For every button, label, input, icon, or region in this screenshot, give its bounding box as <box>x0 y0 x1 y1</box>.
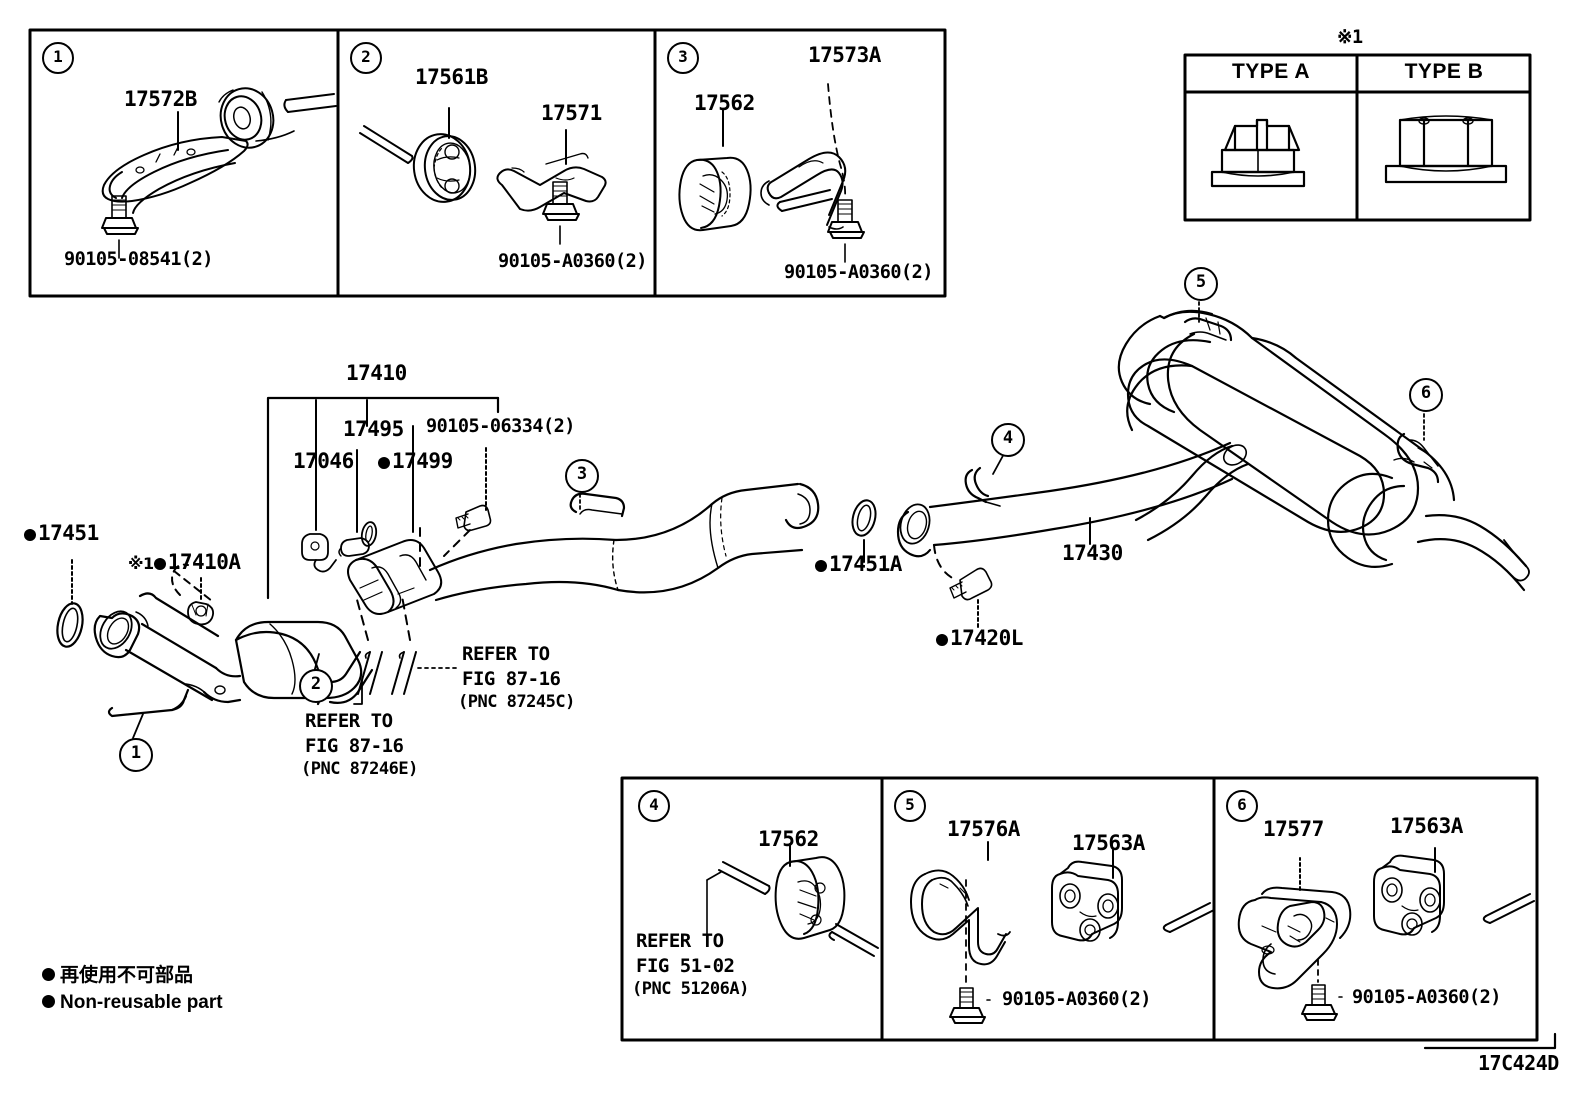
nonreusable-dot-icon <box>153 558 166 570</box>
bolt-17420L <box>949 567 993 601</box>
part-label-90105-A0360-p3: 90105-A0360(2) <box>784 262 933 283</box>
muffler-assembly <box>1117 309 1530 592</box>
legend-japanese: 再使用不可部品 <box>42 960 193 987</box>
tail-exhaust-pipe <box>896 441 1234 558</box>
refer-87246e-line1: REFER TO <box>305 710 393 732</box>
flange-nut-type-b-icon <box>1384 115 1508 184</box>
bolt-icon <box>101 195 139 235</box>
nonreusable-dot-icon <box>24 529 36 541</box>
panel-number-5: 5 <box>894 790 926 822</box>
type-b-header: TYPE B <box>1404 60 1484 83</box>
bolt-icon <box>1301 984 1338 1021</box>
part-label-17561B: 17561B <box>415 65 488 89</box>
panel-number-4: 4 <box>638 790 670 822</box>
callout-3: 3 <box>565 459 599 493</box>
panel-number-6: 6 <box>1226 790 1258 822</box>
nonreusable-dot-icon <box>936 634 948 646</box>
panel-number-3: 3 <box>667 42 699 74</box>
type-a-header: TYPE A <box>1231 60 1311 83</box>
part-label-90105-A0360-p2: 90105-A0360(2) <box>498 251 647 272</box>
part-label-90105-A0360-p5: 90105-A0360(2) <box>1002 989 1151 1010</box>
front-exhaust-pipe <box>93 592 374 718</box>
part-label-17562-p3: 17562 <box>694 91 755 115</box>
bracket-17046 <box>301 533 337 573</box>
nonreusable-dot-icon <box>42 995 55 1008</box>
exhaust-nut-icon <box>187 601 215 626</box>
assembly-dashed-lines <box>419 527 471 573</box>
label-leaders <box>71 399 1091 629</box>
part-label-17577: 17577 <box>1263 817 1324 841</box>
part-label-17451A: 17451A <box>815 552 902 577</box>
part-label-17571: 17571 <box>541 101 602 125</box>
part-label-17046: 17046 <box>293 449 354 473</box>
nonreusable-dot-icon <box>815 560 827 572</box>
callout-5: 5 <box>1184 267 1218 301</box>
refer-51206a-line2: FIG 51-02 <box>636 955 735 977</box>
type-table-note-marker: ※1 <box>1337 27 1363 48</box>
refer-87245c-line1: REFER TO <box>462 643 550 665</box>
footer-corner-line <box>1423 1032 1557 1050</box>
part-label-17451: 17451 <box>24 521 99 546</box>
flange-nut-type-a-icon <box>1210 118 1306 188</box>
part-label-90105-A0360-p6: 90105-A0360(2) <box>1352 987 1501 1008</box>
refer-51206a-line1: REFER TO <box>636 930 724 952</box>
gasket-17499 <box>360 521 378 547</box>
figure-code: 17C424D <box>1478 1051 1559 1075</box>
part-label-17430: 17430 <box>1062 541 1123 565</box>
callout-leaders <box>132 295 1425 739</box>
bolt-90105-06334 <box>455 504 492 532</box>
callout-4: 4 <box>991 423 1025 457</box>
nonreusable-dot-icon <box>378 457 390 469</box>
part-label-17572B: 17572B <box>124 87 197 111</box>
part-label-17576A: 17576A <box>947 817 1020 841</box>
bolt-icon <box>542 181 580 221</box>
refer-51206a-line3: (PNC 51206A) <box>632 979 749 999</box>
part-label-17420L: 17420L <box>936 626 1023 651</box>
front-gasket-ring <box>56 602 84 648</box>
callout-2: 2 <box>299 669 333 703</box>
part-label-90105-06334: 90105-06334(2) <box>426 416 575 437</box>
part-label-17410: 17410 <box>346 361 407 385</box>
part-label-17563A-p6: 17563A <box>1390 814 1463 838</box>
center-pipe-bracket <box>347 539 443 615</box>
gasket-17451A <box>851 499 877 537</box>
panel2-artwork <box>359 107 607 245</box>
callout-6: 6 <box>1409 378 1443 412</box>
part-label-90105-08541: 90105-08541(2) <box>64 249 213 270</box>
note-marker-kome: ※1 <box>128 554 154 573</box>
callout-1: 1 <box>119 738 153 772</box>
center-exhaust-pipe <box>428 482 820 602</box>
refer-leaders <box>353 595 459 705</box>
panel-number-1: 1 <box>42 42 74 74</box>
part-label-17573A: 17573A <box>808 43 881 67</box>
refer-87245c-line2: FIG 87-16 <box>462 668 561 690</box>
refer-87246e-line2: FIG 87-16 <box>305 735 404 757</box>
refer-87246e-line3: (PNC 87246E) <box>301 759 418 779</box>
part-label-17495: 17495 <box>343 417 404 441</box>
part-label-17563A-p5: 17563A <box>1072 831 1145 855</box>
nonreusable-dot-icon <box>42 968 55 981</box>
bolt-icon <box>949 987 986 1024</box>
panel-number-2: 2 <box>350 42 382 74</box>
part-label-17499: 17499 <box>378 449 453 474</box>
panel4-artwork <box>706 843 879 957</box>
refer-87245c-line3: (PNC 87245C) <box>458 692 575 712</box>
part-label-17562-p4: 17562 <box>758 827 819 851</box>
bolt-icon <box>827 199 865 239</box>
clamp-17495 <box>338 537 370 557</box>
legend-english: Non-reusable part <box>42 992 223 1014</box>
